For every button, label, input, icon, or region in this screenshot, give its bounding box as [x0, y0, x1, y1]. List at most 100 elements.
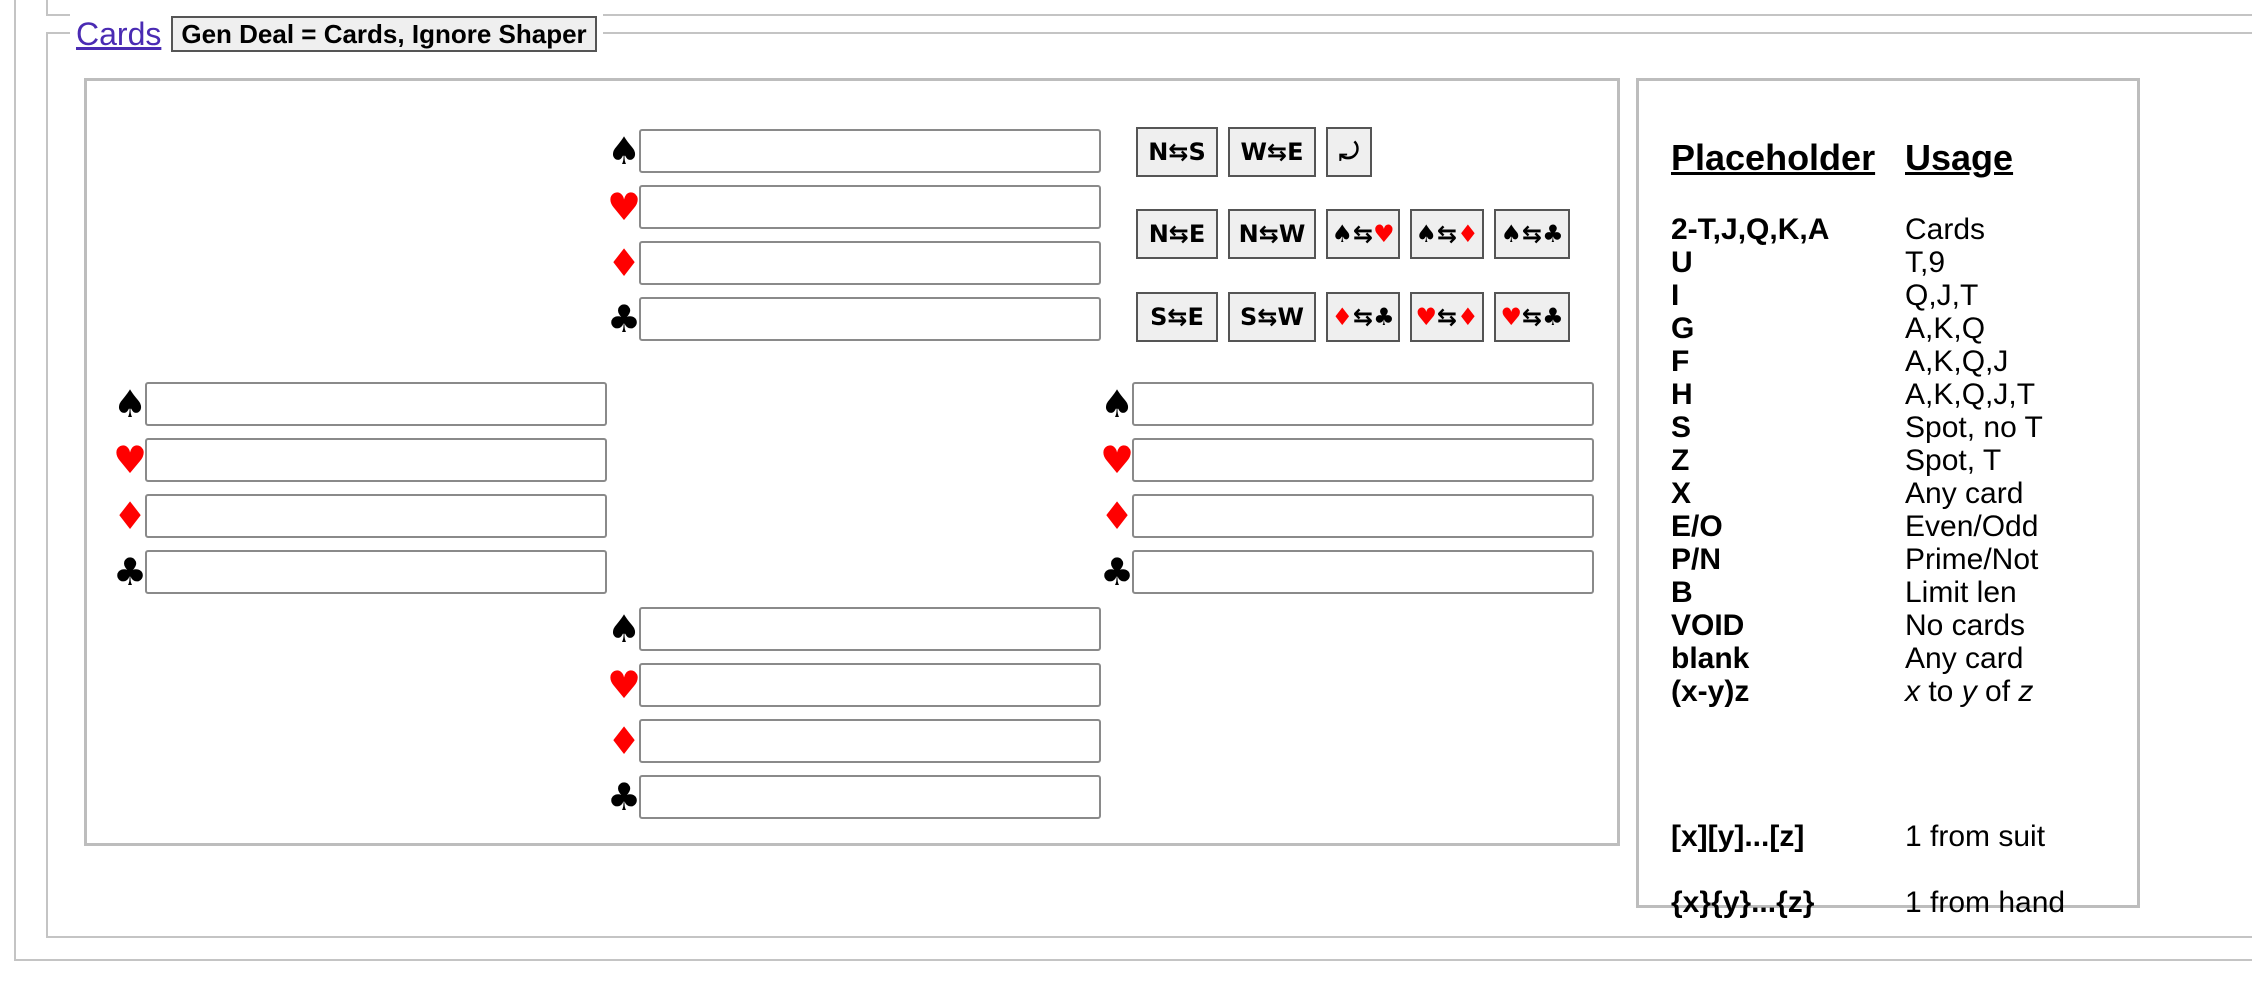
west-spades-input[interactable] [145, 382, 607, 426]
club-icon: ♣ [1373, 303, 1395, 331]
swap-spades-hearts-button[interactable]: ♠⇆♥ [1326, 209, 1400, 259]
help-value: A,K,Q,J [1905, 345, 2009, 378]
help-value: Any card [1905, 477, 2024, 510]
east-diamonds-row: ♦ [1100, 494, 1620, 538]
heart-icon: ♥ [607, 663, 642, 707]
swap-spades-clubs-button[interactable]: ♠⇆♣ [1494, 209, 1570, 259]
diamond-icon: ♦ [1457, 220, 1479, 248]
help-value: T,9 [1905, 246, 1946, 279]
diamond-icon: ♦ [1100, 494, 1135, 538]
deal-panel: ♠ ♥ ♦ ♣ ♠ ♥ ♦ ♣ [84, 78, 1620, 846]
east-hearts-input[interactable] [1132, 438, 1594, 482]
swap-diamonds-clubs-button[interactable]: ♦⇆♣ [1326, 292, 1400, 342]
east-clubs-row: ♣ [1100, 550, 1620, 594]
gen-deal-button[interactable]: Gen Deal = Cards, Ignore Shaper [171, 16, 597, 52]
help-value: Spot, no T [1905, 411, 2043, 444]
swap-n-e-button[interactable]: N⇆E [1136, 209, 1218, 259]
help-key: G [1671, 312, 1695, 345]
swap-s-w-button[interactable]: S⇆W [1228, 292, 1316, 342]
diamond-icon: ♦ [1457, 303, 1479, 331]
help-value: Any card [1905, 642, 2024, 675]
help-key: E/O [1671, 510, 1723, 543]
swap-w-e-button[interactable]: W⇆E [1228, 127, 1316, 177]
help-key: B [1671, 576, 1693, 609]
south-spades-input[interactable] [639, 607, 1101, 651]
swap-arrow-icon: ⇆ [1266, 138, 1288, 166]
diamond-icon: ♦ [607, 719, 642, 763]
rotate-button[interactable]: ⤾ [1326, 127, 1372, 177]
west-spades-row: ♠ [113, 382, 633, 426]
south-hearts-input[interactable] [639, 663, 1101, 707]
cards-fieldset [46, 32, 2252, 938]
help-key: blank [1671, 642, 1750, 675]
north-diamonds-input[interactable] [639, 241, 1101, 285]
spade-icon: ♠ [1100, 382, 1135, 426]
east-clubs-input[interactable] [1132, 550, 1594, 594]
diamond-icon: ♦ [607, 241, 642, 285]
fieldset-legend: Cards Gen Deal = Cards, Ignore Shaper [70, 12, 603, 56]
help-key: {x}{y}...{z} [1671, 886, 1815, 919]
north-spades-row: ♠ [607, 129, 1127, 173]
swap-hearts-diamonds-button[interactable]: ♥⇆♦ [1410, 292, 1484, 342]
swap-arrow-icon: ⇆ [1436, 303, 1458, 331]
help-value: Cards [1905, 213, 1986, 246]
help-value-part: of [1976, 675, 2019, 708]
swap-n-w-button[interactable]: N⇆W [1228, 209, 1316, 259]
club-icon: ♣ [1100, 550, 1135, 594]
spade-icon: ♠ [113, 382, 148, 426]
swap-arrow-icon: ⇆ [1168, 138, 1189, 166]
help-value: Prime/Not [1905, 543, 2039, 576]
swap-hearts-clubs-button[interactable]: ♥⇆♣ [1494, 292, 1570, 342]
help-value-part: to [1920, 675, 1962, 708]
west-diamonds-input[interactable] [145, 494, 607, 538]
diamond-icon: ♦ [113, 494, 148, 538]
east-spades-input[interactable] [1132, 382, 1594, 426]
help-key: Z [1671, 444, 1690, 477]
swap-arrow-icon: ⇆ [1257, 303, 1278, 331]
north-spades-input[interactable] [639, 129, 1101, 173]
south-spades-row: ♠ [607, 607, 1127, 651]
rotate-icon: ⤾ [1339, 138, 1359, 166]
club-icon: ♣ [607, 775, 642, 819]
north-diamonds-row: ♦ [607, 241, 1127, 285]
south-clubs-input[interactable] [639, 775, 1101, 819]
east-hearts-row: ♥ [1100, 438, 1620, 482]
north-clubs-input[interactable] [639, 297, 1101, 341]
spade-icon: ♠ [1331, 220, 1353, 248]
cards-link[interactable]: Cards [76, 15, 162, 52]
placeholder-header: Placeholder [1671, 137, 1876, 178]
help-key: I [1671, 279, 1680, 312]
help-value: 1 from suit [1905, 820, 2046, 853]
help-key: H [1671, 378, 1693, 411]
swap-arrow-icon: ⇆ [1521, 220, 1543, 248]
top-section-frame [46, 0, 2252, 16]
help-key: VOID [1671, 609, 1745, 642]
help-key: X [1671, 477, 1692, 510]
heart-icon: ♥ [1415, 303, 1437, 331]
swap-arrow-icon: ⇆ [1167, 303, 1188, 331]
swap-spades-diamonds-button[interactable]: ♠⇆♦ [1410, 209, 1484, 259]
north-hearts-input[interactable] [639, 185, 1101, 229]
west-diamonds-row: ♦ [113, 494, 633, 538]
heart-icon: ♥ [113, 438, 148, 482]
help-key: F [1671, 345, 1690, 378]
swap-s-e-button[interactable]: S⇆E [1136, 292, 1218, 342]
usage-header: Usage [1905, 137, 2014, 178]
swap-arrow-icon: ⇆ [1258, 220, 1279, 248]
north-hearts-row: ♥ [607, 185, 1127, 229]
heart-icon: ♥ [1500, 303, 1522, 331]
help-value: Limit len [1905, 576, 2017, 609]
spade-icon: ♠ [607, 607, 642, 651]
help-value: Spot, T [1905, 444, 2002, 477]
north-clubs-row: ♣ [607, 297, 1127, 341]
west-hearts-input[interactable] [145, 438, 607, 482]
south-diamonds-input[interactable] [639, 719, 1101, 763]
east-diamonds-input[interactable] [1132, 494, 1594, 538]
spade-icon: ♠ [607, 129, 642, 173]
south-hearts-row: ♥ [607, 663, 1127, 707]
west-clubs-input[interactable] [145, 550, 607, 594]
swap-n-s-button[interactable]: N⇆S [1136, 127, 1218, 177]
help-key: S [1671, 411, 1692, 444]
help-value-part: y [1961, 675, 1977, 708]
